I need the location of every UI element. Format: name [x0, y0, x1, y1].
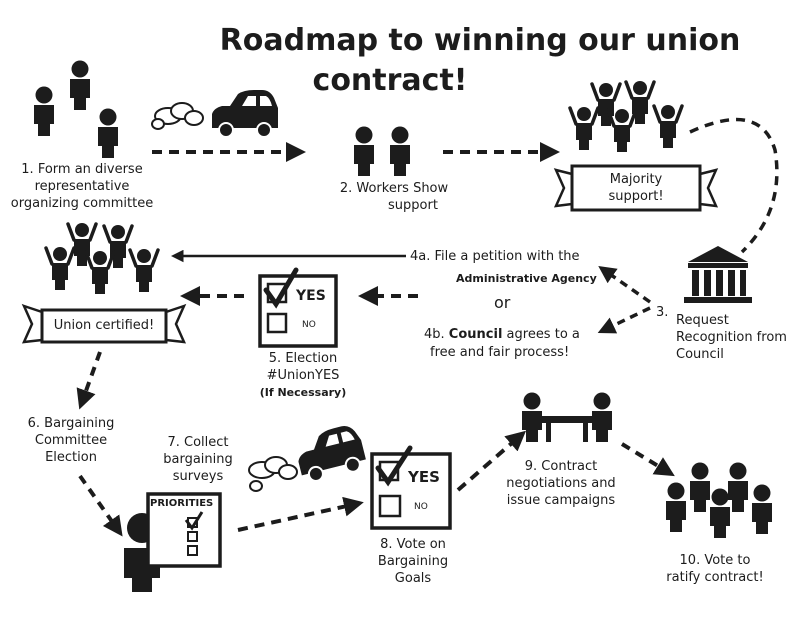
- step6-line1: 6. Bargaining: [27, 416, 115, 431]
- step6-line3: Election: [45, 450, 97, 465]
- exhaust-cloud-icon: [151, 102, 204, 130]
- step5-note: (If Necessary): [259, 386, 347, 399]
- arrow-majority-to-request: [689, 117, 779, 254]
- step2-label: 2. Workers Show support: [324, 180, 464, 214]
- step4b-label: 4b. Council agrees to a: [424, 326, 580, 343]
- arrow-certified-to-6: [76, 351, 102, 410]
- step10-line1: 10. Vote to: [679, 553, 751, 568]
- step4a-label: 4a. File a petition with the: [410, 249, 580, 264]
- step3-line3: Council: [676, 347, 724, 362]
- step7-line3: surveys: [172, 469, 224, 484]
- step4b-line2: free and fair process!: [430, 345, 570, 360]
- step1-line2: representative: [34, 179, 130, 194]
- step9-line2: negotiations and: [506, 476, 616, 491]
- step4b-bold: Council: [448, 327, 503, 342]
- certified-banner-text: Union certified!: [53, 318, 155, 333]
- priorities-label: PRIORITIES: [150, 498, 214, 509]
- arrow-7-to-8: [237, 496, 364, 532]
- step5-line2: #UnionYES: [266, 368, 340, 383]
- ratify-crowd-icon: [666, 462, 772, 538]
- or-label: or: [494, 293, 511, 312]
- step8-line2: Bargaining: [377, 554, 449, 569]
- step1-line1: 1. Form an diverse: [21, 162, 143, 177]
- majority-line1: Majority: [609, 172, 663, 187]
- step4b-prefix: 4b.: [424, 327, 449, 342]
- step10-label: 10. Vote to ratify contract!: [650, 552, 780, 586]
- step6-label: 6. Bargaining Committee Election: [16, 415, 126, 466]
- step9-line3: issue campaigns: [506, 493, 616, 508]
- arrow-3-to-4a: [598, 266, 651, 304]
- step6-line2: Committee: [34, 433, 108, 448]
- ballot5-yes: YES: [296, 288, 326, 304]
- arrow-9-to-10: [620, 442, 675, 477]
- step2-line1: 2. Workers Show: [339, 181, 449, 196]
- step4a-agency: Administrative Agency: [456, 272, 597, 285]
- negotiation-table-icon: [522, 392, 612, 442]
- certified-banner-icon: [21, 303, 187, 344]
- majority-banner-icon: [553, 164, 719, 212]
- step1-people-icon: [34, 60, 118, 158]
- step1-label: 1. Form an diverse representative organi…: [0, 161, 164, 212]
- majority-line2: support!: [608, 189, 664, 204]
- courthouse-icon: [684, 246, 752, 303]
- step7-line2: bargaining: [163, 452, 233, 467]
- page-title-line2: contract!: [312, 63, 468, 98]
- step8-line3: Goals: [394, 571, 432, 586]
- step7-line1: 7. Collect: [167, 435, 229, 450]
- certified-crowd-icon: [44, 221, 160, 296]
- clipboard-icon: [146, 492, 222, 568]
- car-icon: [211, 89, 279, 138]
- step9-label: 9. Contract negotiations and issue campa…: [496, 458, 626, 509]
- step3-line1: Request: [676, 313, 729, 328]
- step5-label: 5. Election #UnionYES (If Necessary): [248, 350, 358, 401]
- arrow-6-to-7: [78, 474, 123, 537]
- step1-line3: organizing committee: [10, 196, 154, 211]
- arrow-8-to-9: [456, 430, 527, 492]
- step8-label: 8. Vote on Bargaining Goals: [358, 536, 468, 587]
- exhaust-cloud-icon-2: [248, 456, 298, 492]
- step3-number: 3.: [656, 305, 669, 320]
- step2-line2: support: [388, 198, 438, 213]
- ballot8-yes: YES: [408, 468, 440, 486]
- step5-line1: 5. Election: [268, 351, 338, 366]
- arrow-3-to-4b: [597, 306, 651, 334]
- car-icon-2: [291, 421, 370, 486]
- step3-line2: Recognition from: [676, 330, 787, 345]
- step9-line1: 9. Contract: [524, 459, 598, 474]
- step8-line1: 8. Vote on: [380, 537, 446, 552]
- step2-people-icon: [354, 126, 410, 176]
- step3-label: Request Recognition from Council: [676, 312, 787, 363]
- step4b-rest: agrees to a: [502, 327, 580, 342]
- majority-banner-text: Majority support!: [572, 171, 700, 205]
- ballot5-no: NO: [302, 320, 316, 330]
- step7-label: 7. Collect bargaining surveys: [148, 434, 248, 485]
- step10-line2: ratify contract!: [666, 570, 764, 585]
- goals-ballot-icon: [370, 445, 452, 530]
- ballot8-no: NO: [414, 502, 428, 512]
- election-ballot-icon: [258, 267, 338, 348]
- page-title-line1: Roadmap to winning our union: [219, 23, 741, 58]
